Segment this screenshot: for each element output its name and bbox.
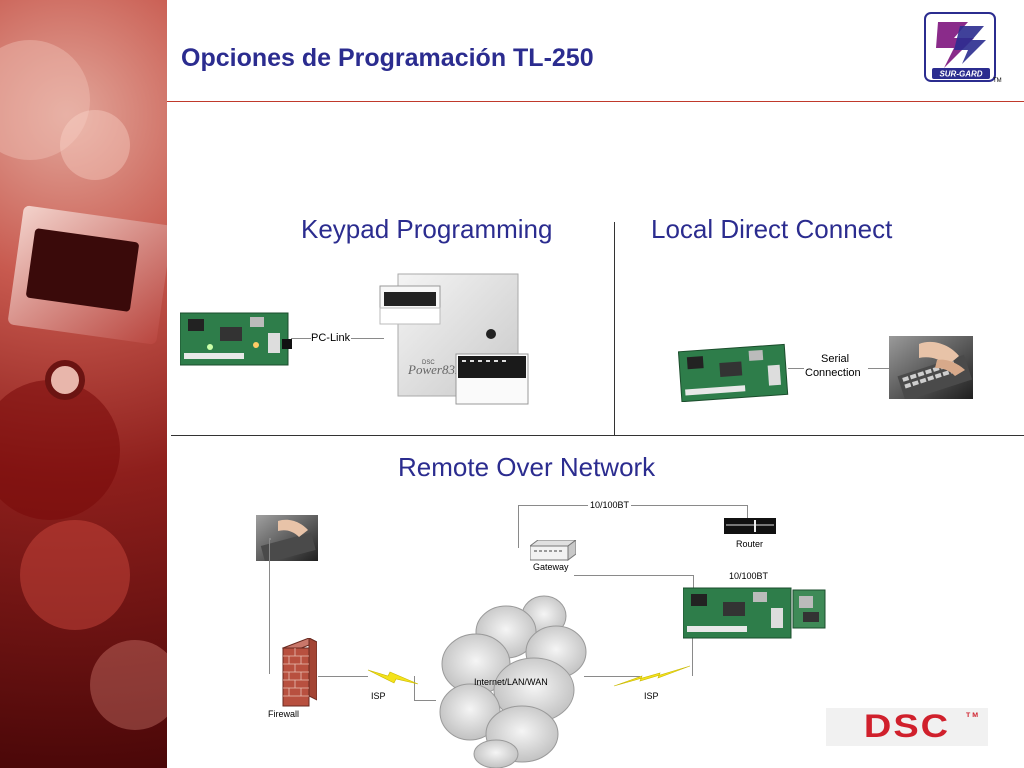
tl250-board-local [678, 343, 789, 402]
firewall-brick-wall [281, 638, 317, 707]
serial-cable-left [788, 368, 804, 369]
router-drop-line [747, 505, 748, 519]
keypad-programming-heading: Keypad Programming [301, 214, 553, 244]
pc-link-cable [291, 338, 311, 339]
bt-top-label: 10/100BT [588, 500, 632, 510]
gateway-to-board-line [574, 575, 694, 576]
surgard-tm-mark: TM [993, 78, 1002, 84]
isp-right-label: ISP [644, 691, 659, 701]
laptop-keyboard-photo-local [889, 336, 973, 399]
isp-right-to-board-line [692, 636, 693, 676]
serial-connection-label-line2: Connection [805, 367, 861, 379]
serial-connection-label-line1: Serial [821, 353, 850, 365]
isp-right-lightning-icon [613, 665, 691, 687]
isp-left-line [318, 676, 368, 677]
panel-brand-text: DSC [422, 360, 435, 366]
gateway-to-board-drop [693, 575, 694, 589]
internet-cloud [439, 595, 587, 768]
isp-left-to-cloud-line-h [414, 700, 436, 701]
cloud-to-isp-right-line [584, 676, 640, 677]
power832-panel: DSC Power832 [379, 273, 529, 405]
serial-cable-right [868, 368, 890, 369]
router-device [724, 518, 776, 534]
side-photo-decoration [0, 0, 167, 768]
gateway-label: Gateway [533, 562, 569, 572]
isp-left-label: ISP [371, 691, 386, 701]
gateway-top-line [518, 505, 747, 506]
vertical-divider [614, 222, 615, 435]
surgard-logo: SUR-GARD TM [924, 12, 1002, 86]
router-label: Router [736, 539, 764, 549]
surgard-logo-text: SUR-GARD [939, 70, 982, 79]
laptop-keyboard-photo-remote [256, 515, 318, 561]
isp-left-lightning-icon [367, 669, 419, 685]
internet-lan-wan-label: Internet/LAN/WAN [474, 677, 548, 687]
isp-left-to-cloud-line [414, 676, 415, 700]
firewall-label: Firewall [268, 709, 300, 719]
remote-over-network-heading: Remote Over Network [398, 452, 656, 482]
panel-model-text: Power832 [407, 362, 462, 377]
dsc-logo: DSC TM [826, 708, 988, 746]
gateway-device [530, 540, 576, 561]
tl250-board-keypad [180, 312, 292, 366]
page-title: Opciones de Programación TL-250 [181, 44, 594, 72]
title-underline [167, 101, 1024, 102]
local-direct-connect-heading: Local Direct Connect [651, 214, 893, 244]
laptop-stub-line [269, 538, 271, 540]
pc-link-cable-right [351, 338, 384, 339]
pc-link-label: PC-Link [311, 332, 351, 344]
bt-mid-label: 10/100BT [729, 571, 769, 581]
laptop-to-firewall-line [269, 538, 270, 674]
dsc-tm-mark: TM [966, 712, 981, 719]
gateway-left-line [518, 505, 519, 548]
dsc-logo-text: DSC [863, 709, 951, 745]
tl250-board-remote [683, 587, 826, 639]
horizontal-divider [171, 435, 1024, 436]
